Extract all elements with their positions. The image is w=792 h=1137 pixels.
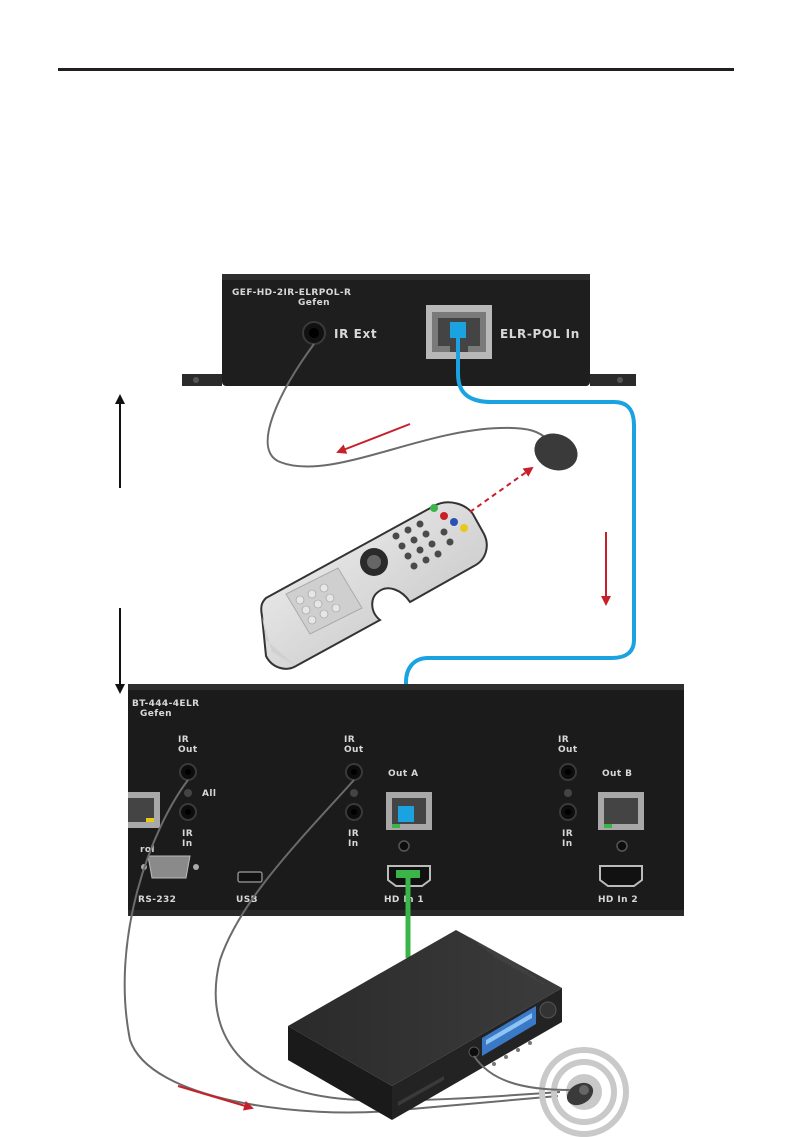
ir-ext-jack[interactable] [302,321,326,345]
usb-port[interactable] [237,871,263,883]
ir-signal-arrow-lower [177,1085,254,1111]
col1-all-label: All [202,789,216,799]
ir-out-cable-col2 [214,779,561,1102]
control-label: rol [140,845,155,855]
ir-beam-dashed [469,466,534,513]
matrix-model-label: BT-444-4ELR [132,699,199,709]
out-b-label: Out B [602,769,632,779]
ir-ext-label: IR Ext [334,327,377,341]
col1-ir-out-jack[interactable] [179,763,197,781]
matrix-brand-label: Gefen [140,709,172,719]
hd-in-1-label: HD In 1 [384,895,424,905]
ir-signal-arrow-upper [336,423,411,454]
usb-label: USB [236,895,258,905]
ir-sensor-eye [534,433,578,471]
ir-remote [260,501,488,670]
rs232-port[interactable] [141,855,199,879]
rs232-label: RS-232 [138,895,176,905]
hd-in-2-label: HD In 2 [598,895,638,905]
ir-ext-cable [266,343,549,468]
hdbaset-plug-bottom [398,806,414,822]
col3-ir-in-jack[interactable] [559,803,577,821]
hdmi-plug [396,870,420,878]
emitter-lead [473,1055,571,1091]
hdbaset-cable [404,332,636,814]
out-b-port[interactable] [598,792,644,830]
receiver-model-label: GEF-HD-2IR-ELRPOL-R [232,288,351,298]
hd-in-2-port[interactable] [599,865,643,887]
col2-ir-in-jack[interactable] [345,803,363,821]
ir-emitter [539,1047,629,1137]
source-device [288,930,562,1120]
elr-pol-in-label: ELR-POL In [500,327,580,341]
hdbaset-plug-top [450,322,466,338]
col1-ir-in-jack[interactable] [179,803,197,821]
receiver-device: GEF-HD-2IR-ELRPOL-R Gefen IR Ext ELR-POL… [182,274,636,386]
out-a-label: Out A [388,769,418,779]
col2-ir-out-jack[interactable] [345,763,363,781]
header-rule [58,68,734,71]
col3-ir-out-jack[interactable] [559,763,577,781]
receiver-brand-label: Gefen [298,298,330,308]
